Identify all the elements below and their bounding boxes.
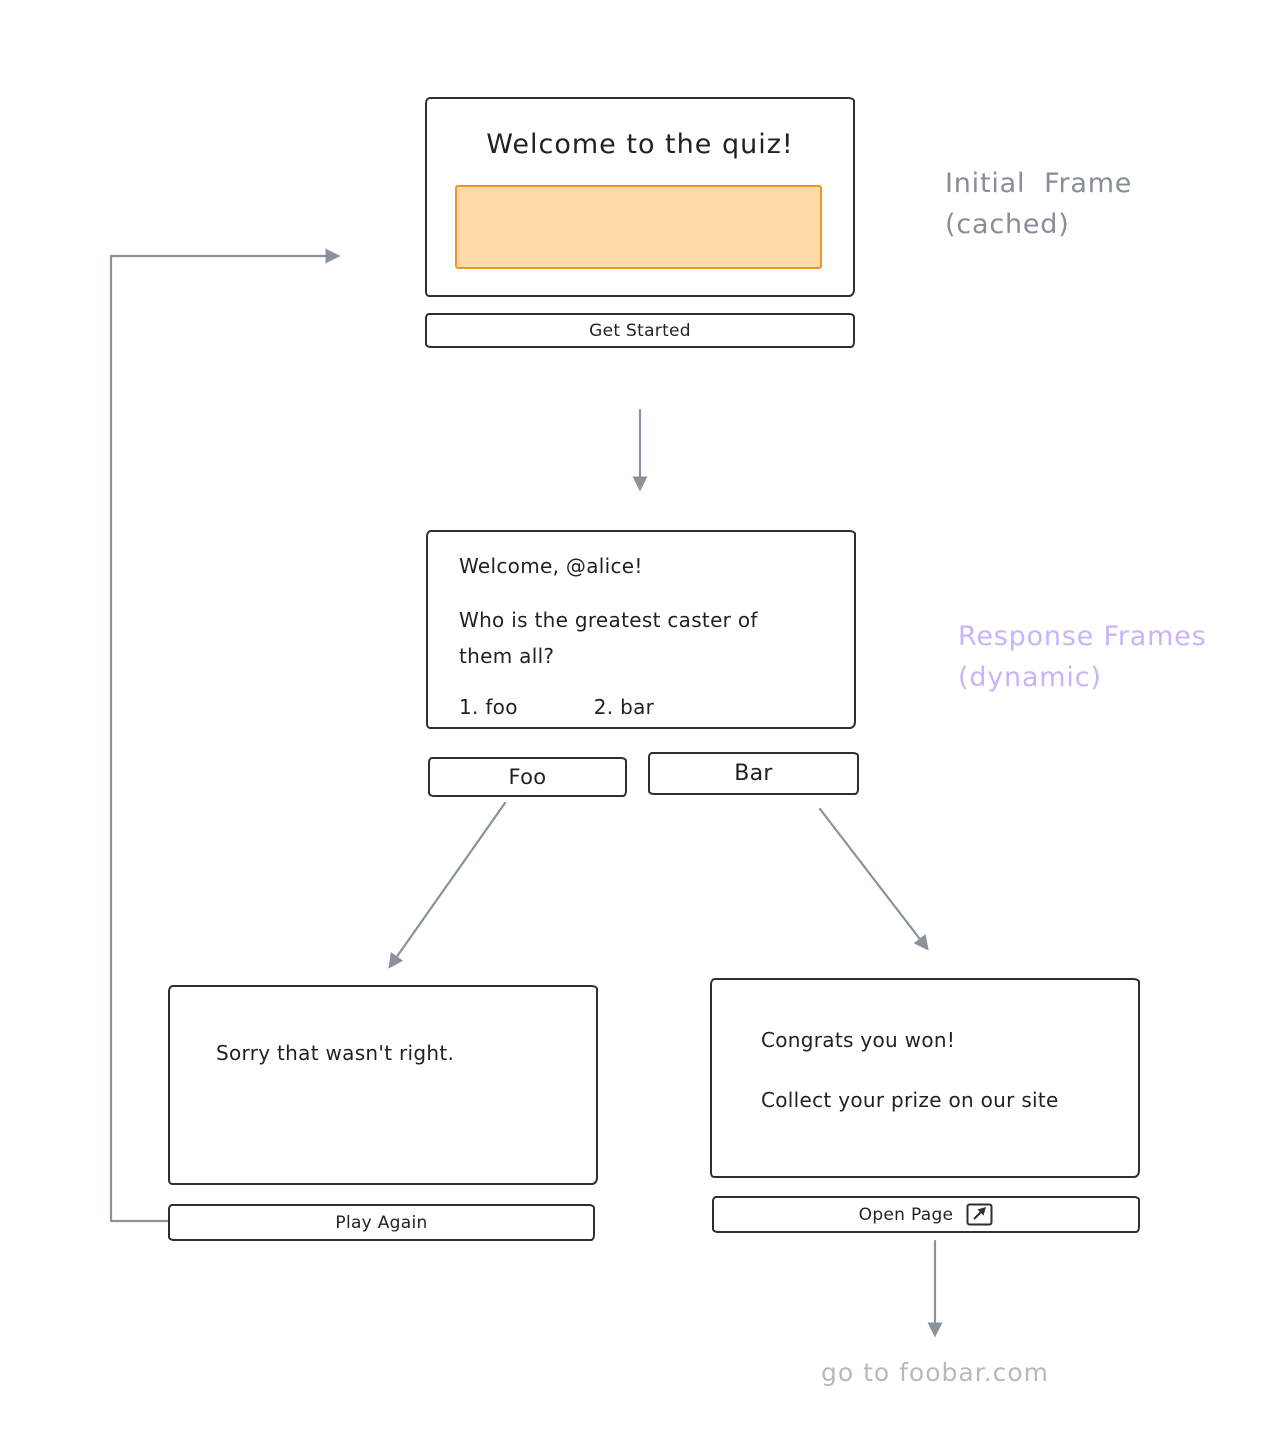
- congrats-prize-message: Collect your prize on our site: [761, 1088, 1059, 1112]
- question-frame: Welcome, @alice! Who is the greatest cas…: [426, 530, 856, 729]
- bar-button[interactable]: Bar: [648, 752, 859, 795]
- initial-frame: Welcome to the quiz!: [425, 97, 855, 297]
- arrow-bar-to-congrats: [818, 807, 929, 951]
- response-frames-annotation: Response Frames (dynamic): [958, 621, 1207, 693]
- initial-frame-annotation: Initial Frame (cached): [945, 168, 1133, 240]
- question-option-1: 1. foo: [459, 695, 518, 720]
- quiz-image-placeholder: [455, 185, 822, 269]
- foo-button[interactable]: Foo: [428, 757, 627, 797]
- sorry-frame: Sorry that wasn't right.: [168, 985, 598, 1185]
- congrats-message: Congrats you won!: [761, 1028, 956, 1052]
- external-link-icon: [966, 1203, 993, 1226]
- arrow-foo-to-sorry: [388, 801, 507, 969]
- open-page-button[interactable]: Open Page: [712, 1196, 1140, 1233]
- question-option-2: 2. bar: [593, 695, 655, 720]
- play-again-button[interactable]: Play Again: [168, 1204, 595, 1241]
- open-page-button-label: Open Page: [858, 1204, 954, 1225]
- get-started-button[interactable]: Get Started: [425, 313, 855, 348]
- question-greeting: Welcome, @alice!: [459, 554, 643, 578]
- question-options: 1. foo 2. bar: [459, 695, 826, 719]
- sorry-message: Sorry that wasn't right.: [216, 1041, 455, 1065]
- initial-frame-title: Welcome to the quiz!: [486, 129, 794, 160]
- question-text: Who is the greatest caster of them all?: [459, 608, 758, 668]
- foobar-link-note: go to foobar.com: [820, 1358, 1050, 1387]
- congrats-frame: Congrats you won! Collect your prize on …: [710, 978, 1140, 1178]
